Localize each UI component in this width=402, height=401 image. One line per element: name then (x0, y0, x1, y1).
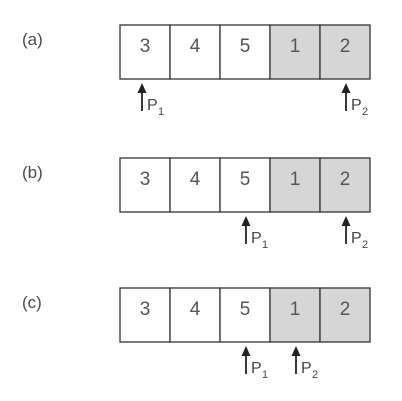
panel-label: (a) (22, 30, 43, 49)
array-cell (219, 24, 271, 80)
array-cell (269, 157, 321, 213)
array-cell-value: 3 (140, 169, 151, 190)
array-cell-value: 1 (290, 299, 301, 320)
pointer-subscript: 1 (262, 239, 268, 251)
pointer-label: P (351, 230, 362, 247)
array-cell (269, 287, 321, 343)
pointer-arrow-head (241, 216, 251, 226)
panel-label: (c) (22, 293, 42, 312)
pointer-subscript: 1 (158, 106, 164, 118)
pointer-arrow-head (341, 83, 351, 93)
array-cell-value: 2 (340, 36, 351, 57)
pointer-label: P (251, 230, 262, 247)
pointer-subscript: 2 (312, 369, 318, 381)
array-cell (119, 24, 171, 80)
array-cell (169, 157, 221, 213)
array-cell (319, 24, 371, 80)
array-cell (119, 287, 171, 343)
array-cell-value: 1 (290, 36, 301, 57)
array-cell (219, 287, 271, 343)
array-cell-value: 4 (190, 36, 201, 57)
pointer-arrow-head (291, 346, 301, 356)
array-cell-value: 2 (340, 299, 351, 320)
array-cell (169, 24, 221, 80)
panel-label: (b) (22, 163, 43, 182)
array-cell-value: 4 (190, 169, 201, 190)
pointer-label: P (301, 360, 312, 377)
array-cell-value: 3 (140, 36, 151, 57)
pointer-arrow-head (241, 346, 251, 356)
pointer-label: P (251, 360, 262, 377)
pointer-arrow-head (137, 83, 147, 93)
pointer-label: P (147, 97, 158, 114)
array-cell (169, 287, 221, 343)
array-cell-value: 4 (190, 299, 201, 320)
array-cell-value: 5 (240, 299, 251, 320)
pointer-subscript: 2 (362, 239, 368, 251)
array-cell-value: 3 (140, 299, 151, 320)
array-cell (319, 157, 371, 213)
array-cell-value: 5 (240, 169, 251, 190)
pointer-subscript: 2 (362, 106, 368, 118)
pointer-arrow-head (341, 216, 351, 226)
pointer-subscript: 1 (262, 369, 268, 381)
array-cell (219, 157, 271, 213)
array-cell-value: 5 (240, 36, 251, 57)
array-cell (319, 287, 371, 343)
array-cell-value: 1 (290, 169, 301, 190)
array-cell-value: 2 (340, 169, 351, 190)
array-cell (119, 157, 171, 213)
pointer-label: P (351, 97, 362, 114)
